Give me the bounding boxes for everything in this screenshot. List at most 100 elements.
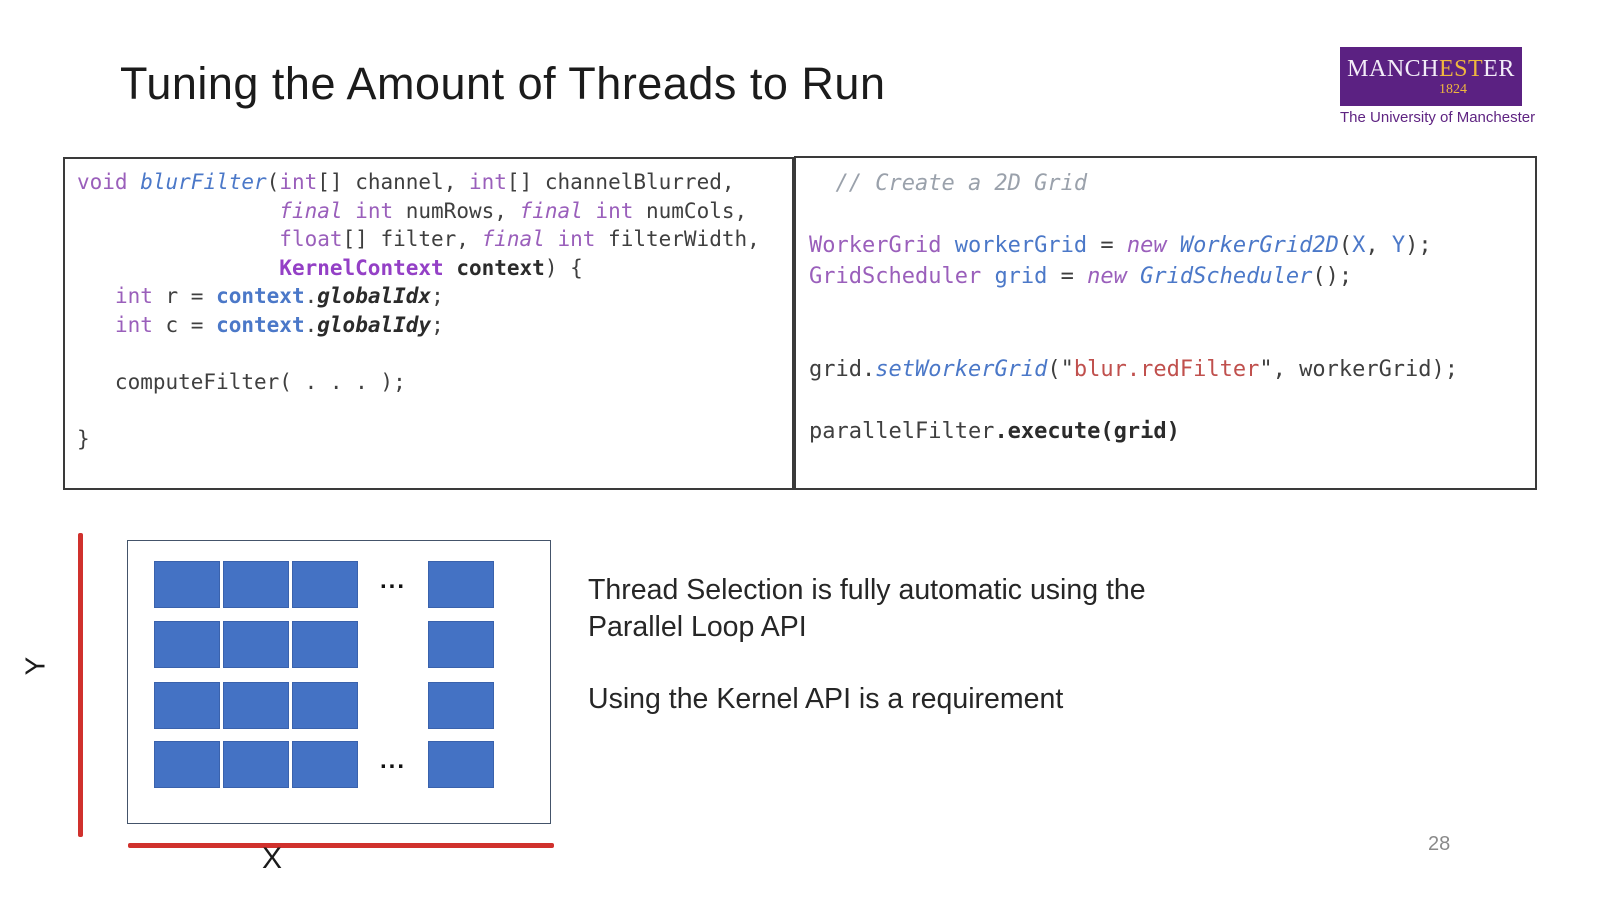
code-token: new [1126, 233, 1167, 258]
logo-wordmark-pre: MANCH [1347, 55, 1439, 82]
code-token [77, 256, 279, 280]
code-token: r = [152, 284, 217, 309]
thread-grid-diagram: ...... [127, 540, 551, 824]
code-line: computeFilter( . . . ); [77, 368, 788, 397]
code-token: , [1365, 233, 1392, 258]
code-token [545, 227, 558, 251]
code-line: // Create a 2D Grid [809, 168, 1531, 199]
code-token: Y [1391, 233, 1406, 258]
code-token [77, 199, 279, 223]
university-logo-box: MANCHESTER 1824 [1340, 47, 1522, 106]
code-line: final int numRows, final int numCols, [77, 197, 788, 226]
y-axis-label: Y [19, 656, 51, 676]
code-token: . [304, 312, 318, 337]
code-token: int [468, 170, 507, 194]
x-axis-line [128, 843, 554, 848]
thread-block [154, 741, 220, 788]
thread-block [223, 682, 289, 729]
code-token: blur.redFilter [1073, 357, 1260, 382]
code-token [77, 313, 115, 337]
logo-wordmark-est: EST [1439, 55, 1484, 82]
logo-caption: The University of Manchester [1340, 109, 1536, 126]
page-number: 28 [1428, 833, 1451, 855]
thread-block [154, 682, 220, 729]
notes-para1-line2: Parallel Loop API [588, 611, 807, 643]
code-token: float [279, 227, 343, 252]
code-block-kernel: void blurFilter(int[] channel, int[] cha… [63, 157, 794, 490]
code-token: ( [1338, 233, 1353, 258]
code-token: void [77, 170, 128, 194]
slide-title: Tuning the Amount of Threads to Run [120, 58, 886, 109]
code-line: GridScheduler grid = new GridScheduler()… [809, 261, 1531, 292]
code-token [583, 199, 596, 223]
thread-block [428, 682, 494, 729]
code-token: workerGrid [954, 233, 1088, 258]
code-token [941, 233, 954, 258]
code-line: parallelFilter.execute(grid) [809, 416, 1531, 447]
ellipsis-dots: ... [379, 746, 406, 774]
code-token: = [1087, 233, 1127, 258]
code-token: . [304, 284, 318, 309]
logo-wordmark-post: ER [1483, 55, 1515, 82]
code-token: ) { [544, 255, 583, 280]
code-token: c = [152, 312, 217, 337]
code-token: (" [1047, 357, 1074, 382]
code-token: grid [994, 264, 1048, 289]
notes-para1: Thread Selection is fully automatic usin… [588, 572, 1228, 646]
code-token: [] channelBlurred, [506, 170, 735, 194]
code-token: context [216, 284, 305, 309]
code-line [809, 292, 1531, 323]
code-line [809, 323, 1531, 354]
code-line [809, 199, 1531, 230]
code-line: KernelContext context) { [77, 254, 788, 283]
code-line: int c = context.globalIdy; [77, 311, 788, 340]
ellipsis-dots [361, 682, 425, 729]
code-token [1127, 264, 1140, 289]
code-token: int [114, 284, 153, 309]
thread-block [292, 561, 358, 608]
code-token: setWorkerGrid [875, 357, 1048, 382]
code-token: new [1087, 264, 1127, 289]
code-token: int [279, 170, 318, 194]
code-token: grid. [809, 357, 876, 382]
code-token: globalIdy [317, 312, 432, 337]
code-token: WorkerGrid [809, 233, 942, 258]
code-token [77, 284, 115, 308]
code-token: numRows, [393, 198, 520, 223]
code-token: KernelContext [279, 255, 444, 280]
code-token: globalIdx [317, 284, 432, 309]
code-token: [] channel, [317, 170, 469, 194]
code-token: .execute(grid) [994, 419, 1180, 444]
code-token: final [481, 227, 545, 252]
code-token: GridScheduler [1140, 264, 1313, 289]
code-line: WorkerGrid workerGrid = new WorkerGrid2D… [809, 230, 1531, 261]
thread-grid-row: ... [154, 741, 494, 788]
code-token: = [1047, 264, 1088, 289]
code-token: context [443, 255, 545, 280]
code-token: final [279, 198, 343, 223]
code-token: [] filter, [342, 227, 482, 252]
notes-text: Thread Selection is fully automatic usin… [588, 572, 1228, 718]
thread-block [428, 621, 494, 668]
code-token [1167, 233, 1180, 258]
code-token: parallelFilter [809, 419, 995, 444]
code-token: ; [431, 312, 444, 337]
code-token: X [1352, 233, 1366, 258]
code-token: ; [431, 284, 444, 309]
code-line: float[] filter, final int filterWidth, [77, 225, 788, 254]
code-line: void blurFilter(int[] channel, int[] cha… [77, 168, 788, 197]
code-token: // Create a 2D Grid [809, 171, 1088, 196]
code-token: computeFilter( . . . ); [77, 370, 406, 395]
thread-block [223, 561, 289, 608]
code-token: ", workerGrid); [1259, 357, 1459, 382]
code-token: int [114, 312, 153, 337]
code-block-grid-setup: // Create a 2D Grid WorkerGrid workerGri… [794, 156, 1537, 490]
code-line: } [77, 425, 788, 454]
logo-year: 1824 [1439, 81, 1467, 97]
thread-block [428, 741, 494, 788]
thread-block [154, 561, 220, 608]
thread-block [292, 621, 358, 668]
thread-block [428, 561, 494, 608]
code-token [343, 199, 356, 223]
thread-grid-row [154, 621, 494, 668]
